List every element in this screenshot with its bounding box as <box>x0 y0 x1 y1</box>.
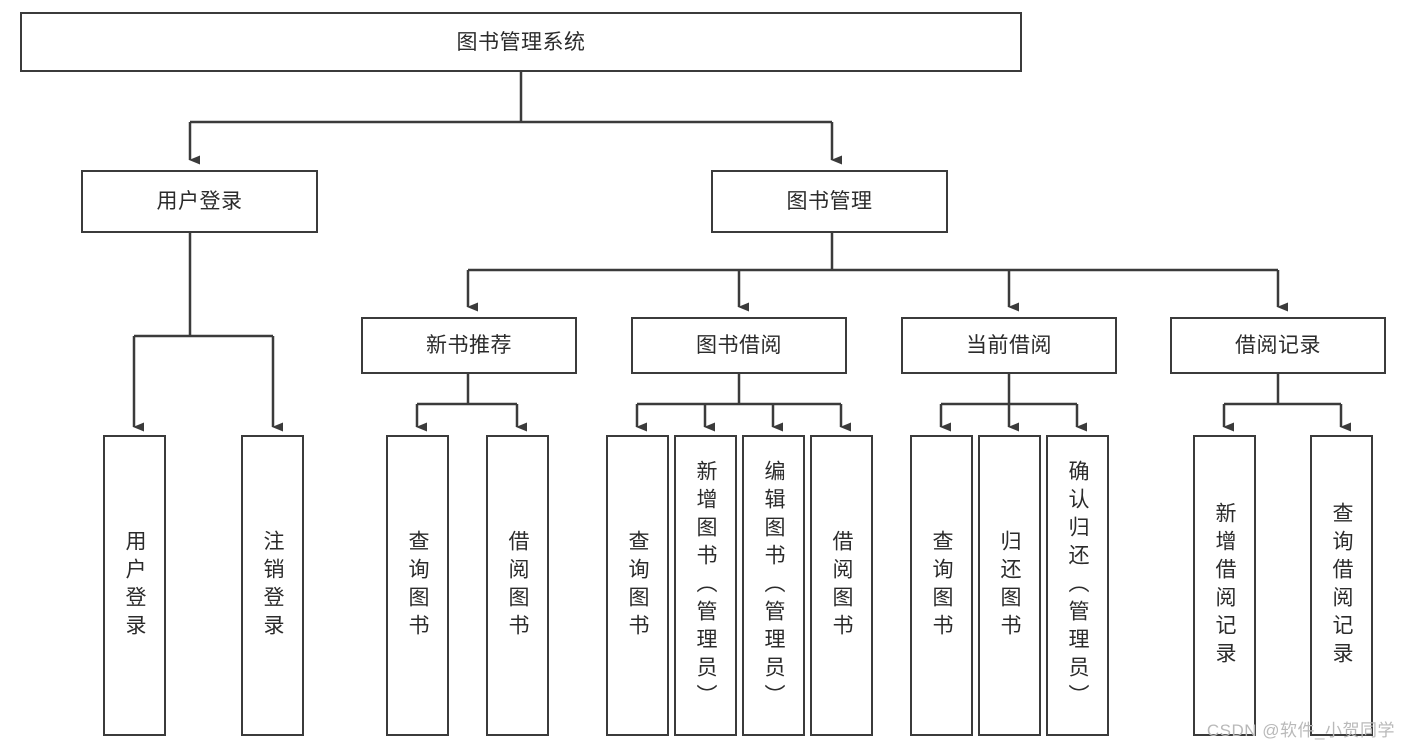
node-label: 用户登录 <box>123 529 146 642</box>
node-leaf-query-book-3[interactable]: 查询图书 <box>910 435 973 736</box>
leaf-text-wrap: 用户登录 <box>105 437 164 734</box>
node-label: 新增图书（管理员） <box>694 459 717 712</box>
node-label: 注销登录 <box>261 529 284 642</box>
node-book-borrow[interactable]: 图书借阅 <box>631 317 847 374</box>
node-label: 新增借阅记录 <box>1213 501 1236 670</box>
node-label: 归还图书 <box>998 529 1021 642</box>
leaf-text-wrap: 归还图书 <box>980 437 1039 734</box>
node-label: 编辑图书（管理员） <box>762 459 785 712</box>
node-leaf-user-login[interactable]: 用户登录 <box>103 435 166 736</box>
leaf-text-wrap: 确认归还（管理员） <box>1048 437 1107 734</box>
node-leaf-query-book-2[interactable]: 查询图书 <box>606 435 669 736</box>
node-label: 图书借阅 <box>696 334 782 357</box>
node-book-manage[interactable]: 图书管理 <box>711 170 948 233</box>
leaf-text-wrap: 注销登录 <box>243 437 302 734</box>
node-label: 查询图书 <box>626 529 649 642</box>
leaf-text-wrap: 新增借阅记录 <box>1195 437 1254 734</box>
node-label: 查询借阅记录 <box>1330 501 1353 670</box>
node-leaf-query-book-1[interactable]: 查询图书 <box>386 435 449 736</box>
node-leaf-add-book[interactable]: 新增图书（管理员） <box>674 435 737 736</box>
node-label: 借阅记录 <box>1235 334 1321 357</box>
node-label: 图书管理系统 <box>456 30 586 54</box>
leaf-text-wrap: 借阅图书 <box>812 437 871 734</box>
node-leaf-query-record[interactable]: 查询借阅记录 <box>1310 435 1373 736</box>
node-label: 当前借阅 <box>966 334 1052 357</box>
node-label: 用户登录 <box>156 190 243 213</box>
leaf-text-wrap: 新增图书（管理员） <box>676 437 735 734</box>
node-label: 新书推荐 <box>426 334 512 357</box>
leaf-text-wrap: 编辑图书（管理员） <box>744 437 803 734</box>
leaf-text-wrap: 借阅图书 <box>488 437 547 734</box>
node-label: 查询图书 <box>406 529 429 642</box>
csdn-watermark: CSDN @软件_小贺同学 <box>1206 721 1395 740</box>
node-book-management-system[interactable]: 图书管理系统 <box>20 12 1022 72</box>
leaf-text-wrap: 查询借阅记录 <box>1312 437 1371 734</box>
node-label: 确认归还（管理员） <box>1066 459 1089 712</box>
leaf-text-wrap: 查询图书 <box>608 437 667 734</box>
node-leaf-return-book[interactable]: 归还图书 <box>978 435 1041 736</box>
node-user-login[interactable]: 用户登录 <box>81 170 318 233</box>
node-label: 查询图书 <box>930 529 953 642</box>
leaf-text-wrap: 查询图书 <box>912 437 971 734</box>
node-new-book-recommend[interactable]: 新书推荐 <box>361 317 577 374</box>
node-leaf-borrow-book-1[interactable]: 借阅图书 <box>486 435 549 736</box>
node-borrow-record[interactable]: 借阅记录 <box>1170 317 1386 374</box>
node-leaf-edit-book[interactable]: 编辑图书（管理员） <box>742 435 805 736</box>
node-current-borrow[interactable]: 当前借阅 <box>901 317 1117 374</box>
node-leaf-add-record[interactable]: 新增借阅记录 <box>1193 435 1256 736</box>
leaf-text-wrap: 查询图书 <box>388 437 447 734</box>
node-label: 借阅图书 <box>506 529 529 642</box>
node-label: 借阅图书 <box>830 529 853 642</box>
node-label: 图书管理 <box>786 190 873 213</box>
node-leaf-logout-login[interactable]: 注销登录 <box>241 435 304 736</box>
node-leaf-confirm-return[interactable]: 确认归还（管理员） <box>1046 435 1109 736</box>
node-leaf-borrow-book-2[interactable]: 借阅图书 <box>810 435 873 736</box>
